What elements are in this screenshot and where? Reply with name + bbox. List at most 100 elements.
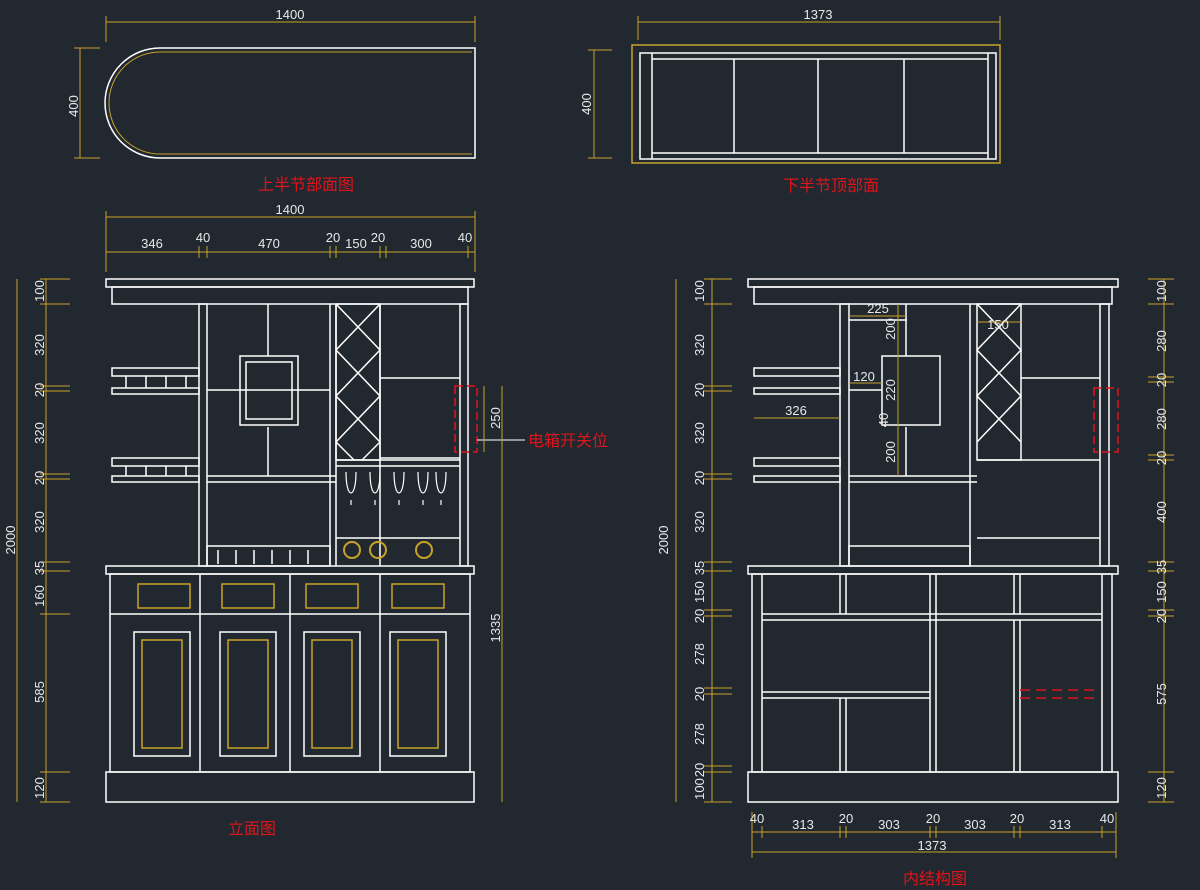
svg-text:35: 35: [692, 561, 707, 575]
svg-text:320: 320: [692, 511, 707, 533]
svg-text:225: 225: [867, 301, 889, 316]
lower-plan-title: 下半节顶部面: [783, 177, 879, 195]
inner-structure-drawing: [747, 278, 1119, 803]
inner-left-dims: 100 320 20 320 20 320 35 150 20 278 20 2…: [692, 280, 707, 800]
svg-text:313: 313: [792, 817, 814, 832]
svg-text:100: 100: [692, 778, 707, 800]
svg-text:20: 20: [692, 763, 707, 777]
svg-text:220: 220: [883, 379, 898, 401]
elevation-plinth: [105, 771, 475, 803]
elevation-picture-frame: [239, 355, 299, 426]
upper-plan-width: 1400: [276, 7, 305, 22]
upper-plan-title: 上半节部面图: [258, 176, 354, 194]
elevation-side-shelves: [111, 367, 200, 483]
svg-text:150: 150: [987, 317, 1009, 332]
elevation-dimensions: [16, 211, 503, 803]
svg-text:470: 470: [258, 236, 280, 251]
elevation-bottles: [343, 541, 433, 559]
svg-text:150: 150: [1154, 581, 1169, 603]
inner-title: 内结构图: [903, 870, 967, 888]
lower-plan-depth: 400: [579, 93, 594, 115]
elevation-height-1335: 1335: [488, 614, 503, 643]
lower-plan-frame: [639, 52, 997, 160]
elevation-counter-top: [105, 565, 475, 575]
inner-dimensions: [675, 278, 1174, 858]
svg-text:300: 300: [410, 236, 432, 251]
upper-plan-depth: 400: [66, 95, 81, 117]
elevation-doors: [133, 631, 447, 757]
svg-text:35: 35: [1154, 560, 1169, 574]
inner-side-shelves: [753, 367, 841, 483]
svg-text:20: 20: [32, 471, 47, 485]
elevation-overall-width: 1400: [276, 202, 305, 217]
upper-plan-inner-edge: [108, 51, 472, 155]
electric-box-height: 250: [488, 407, 503, 429]
svg-text:100: 100: [1154, 280, 1169, 302]
inner-right-dims: 100 280 20 280 20 400 35 150 20 575 120: [1154, 280, 1169, 799]
svg-text:20: 20: [1154, 451, 1169, 465]
svg-text:40: 40: [876, 413, 891, 427]
lower-section-top-plan: [631, 44, 1001, 164]
svg-text:20: 20: [692, 383, 707, 397]
elevation-left-dims: 100 320 20 320 20 320 35 160 585 120: [32, 280, 47, 799]
lower-plan-width: 1373: [804, 7, 833, 22]
svg-text:303: 303: [878, 817, 900, 832]
elevation-upper-left-post: [198, 303, 208, 567]
elevation-wine-glasses: [345, 471, 447, 505]
elevation-upper-right-post: [459, 303, 469, 567]
svg-text:326: 326: [785, 403, 807, 418]
inner-detail-dims: 225 150 200 120 220 326 40 200: [785, 301, 1009, 463]
svg-text:346: 346: [141, 236, 163, 251]
inner-overall-height: 2000: [656, 526, 671, 555]
svg-text:40: 40: [1100, 811, 1114, 826]
inner-bottom-dims: 40 313 20 303 20 303 20 313 40: [750, 811, 1114, 832]
elevation-top-dims: 346 40 470 20 150 20 300 40: [141, 230, 472, 251]
svg-text:320: 320: [692, 334, 707, 356]
svg-text:303: 303: [964, 817, 986, 832]
svg-text:20: 20: [1154, 609, 1169, 623]
svg-text:40: 40: [750, 811, 764, 826]
svg-text:20: 20: [326, 230, 340, 245]
upper-plan-outline: [104, 47, 476, 159]
svg-text:20: 20: [692, 471, 707, 485]
svg-text:20: 20: [32, 383, 47, 397]
svg-text:20: 20: [1010, 811, 1024, 826]
svg-text:313: 313: [1049, 817, 1071, 832]
svg-text:35: 35: [32, 561, 47, 575]
svg-text:20: 20: [692, 687, 707, 701]
inner-bottom-width: 1373: [918, 838, 947, 853]
elevation-overall-height: 2000: [3, 526, 18, 555]
electric-box-marker: [454, 385, 478, 453]
svg-text:20: 20: [1154, 373, 1169, 387]
svg-text:100: 100: [692, 280, 707, 302]
lower-plan-dimensions: [588, 16, 1001, 159]
svg-text:120: 120: [853, 369, 875, 384]
svg-text:20: 20: [926, 811, 940, 826]
svg-text:278: 278: [692, 723, 707, 745]
elevation-drawers: [137, 583, 445, 609]
svg-text:100: 100: [32, 280, 47, 302]
svg-text:585: 585: [32, 681, 47, 703]
svg-text:160: 160: [32, 585, 47, 607]
svg-text:20: 20: [692, 609, 707, 623]
svg-text:280: 280: [1154, 408, 1169, 430]
svg-text:400: 400: [1154, 501, 1169, 523]
svg-text:320: 320: [32, 422, 47, 444]
upper-section-plan: [104, 47, 476, 159]
elevation-drawing: [105, 278, 478, 803]
elevation-title: 立面图: [228, 820, 276, 838]
svg-text:320: 320: [32, 334, 47, 356]
electric-box-label: 电箱开关位: [528, 432, 608, 450]
svg-text:120: 120: [32, 777, 47, 799]
svg-text:280: 280: [1154, 330, 1169, 352]
svg-text:20: 20: [839, 811, 853, 826]
svg-text:150: 150: [692, 581, 707, 603]
upper-plan-dimensions: [74, 16, 476, 159]
svg-text:200: 200: [883, 441, 898, 463]
svg-text:320: 320: [692, 422, 707, 444]
svg-text:150: 150: [345, 236, 367, 251]
elevation-crown: [105, 278, 475, 288]
svg-text:320: 320: [32, 511, 47, 533]
svg-text:575: 575: [1154, 683, 1169, 705]
